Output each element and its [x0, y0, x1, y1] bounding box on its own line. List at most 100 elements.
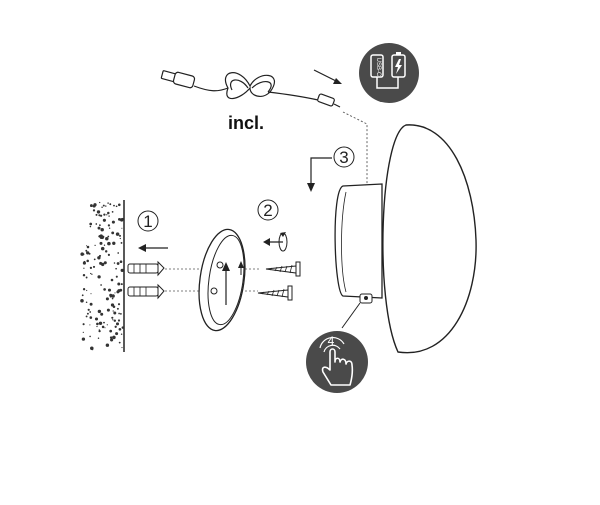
dust-speck: [111, 220, 115, 224]
dust-speck: [97, 226, 101, 230]
dust-speck: [94, 244, 96, 247]
dust-speck: [114, 325, 117, 328]
dust-speck: [95, 213, 98, 216]
dust-speck: [98, 329, 100, 331]
dust-speck: [105, 343, 110, 347]
dust-speck: [115, 275, 118, 278]
screw-top: [265, 261, 301, 277]
step-3-number: 3: [339, 148, 348, 167]
dust-speck: [112, 241, 116, 245]
dust-speck: [107, 288, 112, 292]
dust-speck: [99, 214, 103, 217]
dust-speck: [91, 273, 93, 275]
dust-speck: [86, 259, 89, 263]
dust-speck: [111, 231, 115, 235]
dust-speck: [118, 341, 121, 344]
dust-speck: [107, 202, 109, 204]
dust-speck: [109, 329, 113, 333]
dust-speck: [103, 244, 106, 246]
dust-speck: [89, 335, 91, 338]
dust-speck: [121, 347, 123, 349]
dust-speck: [97, 309, 102, 314]
dust-speck: [98, 321, 103, 326]
usb-battery-icon: USB-C: [359, 43, 419, 103]
dust-speck: [98, 214, 101, 217]
dust-speck: [103, 213, 106, 216]
dust-speck: [82, 323, 85, 326]
dust-speck: [83, 267, 85, 269]
dust-speck: [110, 338, 114, 342]
dust-speck: [119, 312, 122, 315]
dust-speck: [86, 245, 90, 249]
dust-speck: [113, 319, 117, 322]
dust-speck: [109, 293, 113, 297]
step-1-circle: [137, 210, 159, 232]
dust-speck: [108, 227, 111, 229]
step-1-number: 1: [143, 212, 152, 231]
step-2-circle: [257, 199, 279, 221]
wall-texture: [80, 201, 125, 351]
dust-speck: [89, 311, 92, 313]
dust-speck: [87, 308, 90, 311]
dust-speck: [120, 333, 123, 335]
dust-speck: [118, 203, 121, 207]
dust-speck: [86, 312, 89, 315]
dust-speck: [109, 203, 112, 206]
dust-speck: [98, 234, 101, 238]
screw-bottom: [257, 285, 293, 301]
dust-speck: [110, 303, 115, 307]
dust-speck: [85, 301, 88, 303]
dust-speck: [110, 278, 114, 282]
dust-speck: [120, 241, 123, 244]
dust-speck: [99, 236, 103, 239]
dust-speck: [89, 316, 93, 319]
step-3: 3: [307, 146, 355, 192]
dust-speck: [111, 294, 115, 298]
dust-speck: [113, 262, 116, 264]
dust-speck: [107, 253, 110, 256]
dust-speck: [93, 203, 97, 207]
dust-speck: [116, 262, 120, 265]
dust-speck: [117, 252, 120, 254]
dust-speck: [115, 332, 119, 336]
dust-speck: [99, 201, 101, 204]
dust-speck: [82, 261, 86, 265]
lamp-shade: [382, 124, 477, 354]
step-2-number: 2: [263, 201, 272, 220]
dust-speck: [121, 227, 123, 229]
dust-speck: [115, 267, 117, 270]
dust-speck: [97, 275, 101, 279]
mounting-plate: [198, 228, 246, 332]
dust-speck: [115, 205, 118, 208]
dust-speck: [92, 209, 96, 212]
dust-speck: [107, 224, 111, 227]
dust-speck: [101, 206, 103, 208]
wall: [80, 200, 125, 352]
dust-speck: [102, 235, 105, 238]
dust-speck: [90, 346, 94, 351]
dust-speck: [89, 204, 93, 208]
lamp-base: [334, 183, 383, 299]
dust-speck: [100, 246, 105, 251]
dust-speck: [97, 337, 100, 340]
dust-speck: [80, 252, 84, 256]
dust-speck: [100, 227, 104, 232]
dust-speck: [99, 224, 101, 227]
dust-speck: [85, 249, 88, 252]
dust-speck: [97, 256, 101, 260]
dust-speck: [105, 297, 109, 301]
dust-speck: [96, 322, 99, 326]
dust-speck: [93, 258, 96, 261]
dust-speck: [117, 319, 121, 322]
dust-speck: [105, 205, 107, 207]
included-label: incl.: [228, 113, 264, 133]
step-3-circle: [333, 146, 355, 168]
step-1-arrowhead: [138, 244, 146, 252]
usb-icon-text: USB-C: [375, 58, 381, 77]
dust-speck: [102, 204, 105, 207]
dust-speck: [82, 273, 86, 277]
dust-speck: [117, 282, 121, 286]
dust-speck: [89, 225, 92, 228]
dust-speck: [81, 337, 86, 341]
